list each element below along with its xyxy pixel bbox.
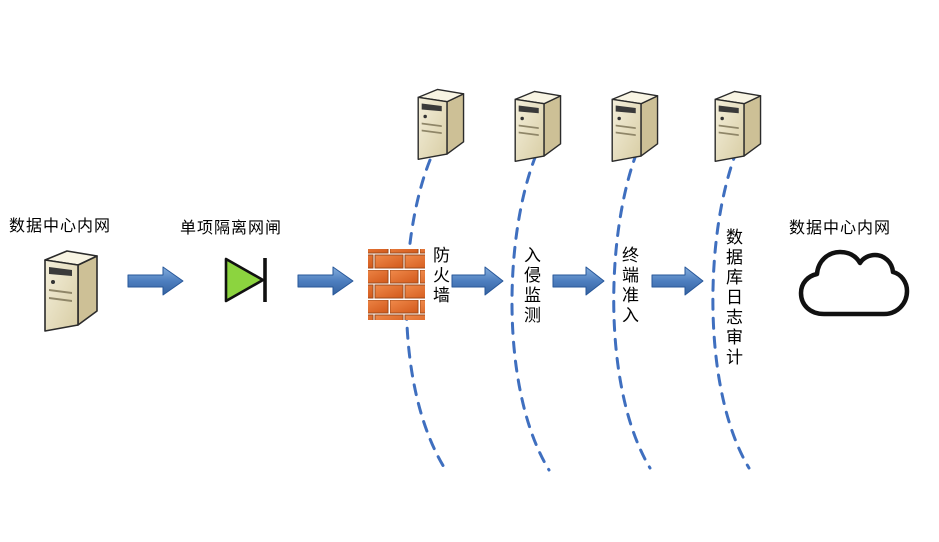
top-server-icon-1 xyxy=(417,88,465,160)
top-server-icon-2 xyxy=(514,90,562,162)
firewall-brick-icon xyxy=(368,249,425,320)
label-intrusion-detection: 入侵监测 xyxy=(521,246,540,326)
top-server-icon-4 xyxy=(714,90,762,162)
datacenter-server-icon xyxy=(44,250,98,332)
zone-boundary-arc-3 xyxy=(612,150,652,470)
flow-arrow-2 xyxy=(297,266,354,296)
cloud-icon xyxy=(798,249,910,317)
label-firewall: 防火墙 xyxy=(430,246,449,306)
label-right-network: 数据中心内网 xyxy=(789,220,892,237)
flow-arrow-4 xyxy=(552,266,605,296)
label-db-log-audit: 数据库日志审计 xyxy=(723,228,742,368)
label-left-network: 数据中心内网 xyxy=(9,218,112,235)
label-gateway: 单项隔离网闸 xyxy=(180,220,283,237)
zone-boundary-arc-4 xyxy=(711,148,751,470)
top-server-icon-3 xyxy=(611,90,659,162)
flow-arrow-5 xyxy=(651,266,704,296)
flow-arrow-1 xyxy=(127,266,184,296)
flow-arrow-3 xyxy=(451,266,504,296)
one-way-diode-icon xyxy=(224,257,267,303)
label-terminal-access: 终端准入 xyxy=(619,246,638,326)
zone-boundary-arc-2 xyxy=(510,153,551,472)
